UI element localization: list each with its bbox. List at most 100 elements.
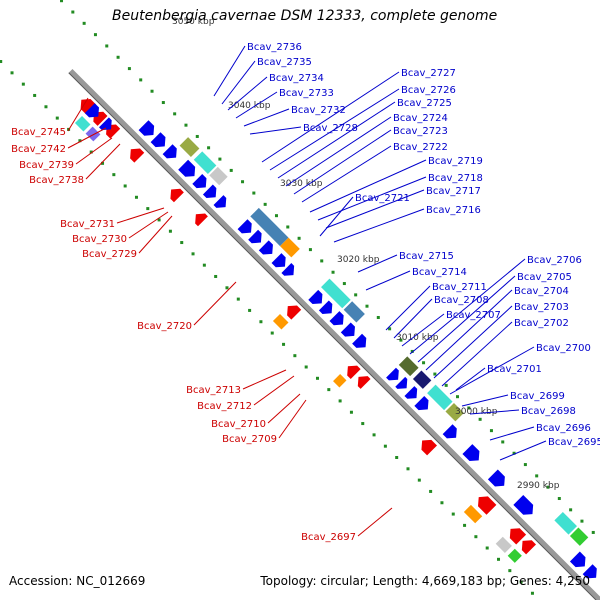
cog-block [554,511,577,535]
tick-dot [207,146,211,150]
tick-dot [33,93,37,97]
tick-dot [146,207,150,211]
backbone-shadow [68,72,597,600]
tick-dot [218,157,222,161]
forward-gene-label: Bcav_2734 [269,73,324,84]
tick-dot [489,429,493,433]
forward-gene-label: Bcav_2707 [446,310,501,321]
forward-gene-label: Bcav_2733 [279,88,334,99]
forward-gene [281,263,295,276]
tick-dot [21,82,25,86]
forward-gene-label: Bcav_2723 [393,126,448,137]
forward-label-leader [425,289,513,371]
tick-dot [270,331,274,335]
tick-dot [308,248,312,252]
reverse-gene-label: Bcav_2729 [82,249,137,260]
forward-gene-left [84,103,99,118]
tick-dot [349,410,353,414]
tick-dot [455,395,459,399]
forward-gene-label: Bcav_2722 [393,142,448,153]
tick-dot [557,497,561,501]
reverse-gene [170,188,184,203]
reverse-gene-label: Bcav_2745 [11,127,66,138]
forward-label-leader [469,409,520,415]
reverse-label-leader [116,207,165,224]
forward-gene-label: Bcav_2736 [247,42,302,53]
tick-dot [134,195,138,199]
tick-dot [202,263,206,267]
reverse-gene-label: Bcav_2713 [186,385,241,396]
scale-label: 3010 kbp [396,333,439,343]
reverse-gene-label: Bcav_2731 [60,219,115,230]
tick-dot [440,501,444,505]
tick-dot [127,67,131,71]
forward-gene-label: Bcav_2719 [428,156,483,167]
forward-gene-label: Bcav_2708 [434,295,489,306]
tick-dot [44,105,48,109]
reverse-gene [195,213,208,227]
forward-label-leader [227,76,268,111]
forward-gene-label: Bcav_2700 [536,343,591,354]
reverse-label-leader [85,143,121,180]
cog-block [398,356,419,377]
reverse-label-leader [278,399,307,439]
reverse-label-leader [193,281,237,326]
tick-dot [173,112,177,116]
forward-label-leader [317,176,427,221]
cog-block [427,384,453,411]
cog-block [209,166,228,186]
forward-label-leader [293,129,392,195]
forward-gene-label: Bcav_2706 [527,255,582,266]
forward-gene [340,322,355,337]
cog-block-left [495,536,512,553]
reverse-label-leader [357,507,393,537]
forward-gene-label: Bcav_2703 [514,302,569,313]
forward-gene [582,564,597,579]
forward-gene-label: Bcav_2718 [428,173,483,184]
tick-dot [259,320,263,324]
tick-dot [101,161,105,165]
tick-dot [180,241,184,245]
cog-block-left [463,504,483,524]
reverse-gene [421,439,437,456]
reverse-gene [478,496,497,515]
cog-block [193,151,217,174]
tick-dot [501,440,505,444]
forward-label-leader [277,101,396,179]
reverse-gene-label: Bcav_2742 [11,144,66,155]
reverse-gene [287,305,302,320]
cog-block-left [74,115,91,132]
reverse-label-leader [75,137,113,165]
forward-label-leader [357,254,398,273]
tick-dot [372,433,376,437]
tick-dot [508,569,512,573]
forward-gene [329,311,344,326]
reverse-gene-label: Bcav_2712 [197,401,252,412]
forward-gene-label: Bcav_2724 [393,113,448,124]
reverse-gene-label: Bcav_2720 [137,321,192,332]
forward-label-leader [249,126,302,135]
reverse-label-leader [67,127,107,149]
tick-dot [546,485,550,489]
tick-dot [388,327,392,331]
reverse-gene [130,148,145,163]
tick-dot [71,10,75,14]
forward-gene-label: Bcav_2732 [291,105,346,116]
reverse-label-leader [67,97,89,132]
forward-gene-label: Bcav_2705 [517,272,572,283]
forward-gene [202,184,217,198]
forward-gene [487,469,505,487]
forward-gene-label: Bcav_2704 [514,286,569,297]
tick-dot [139,78,143,82]
forward-gene-label: Bcav_2714 [412,267,467,278]
reverse-gene [357,376,371,389]
tick-dot [497,557,501,561]
tick-dot [304,365,308,369]
forward-gene-label: Bcav_2701 [487,364,542,375]
tick-dot [361,422,365,426]
tick-dot [410,349,414,353]
scale-label: 3030 kbp [280,179,323,189]
forward-gene-label: Bcav_2717 [426,186,481,197]
forward-label-leader [301,145,392,203]
cog-block [179,137,200,157]
